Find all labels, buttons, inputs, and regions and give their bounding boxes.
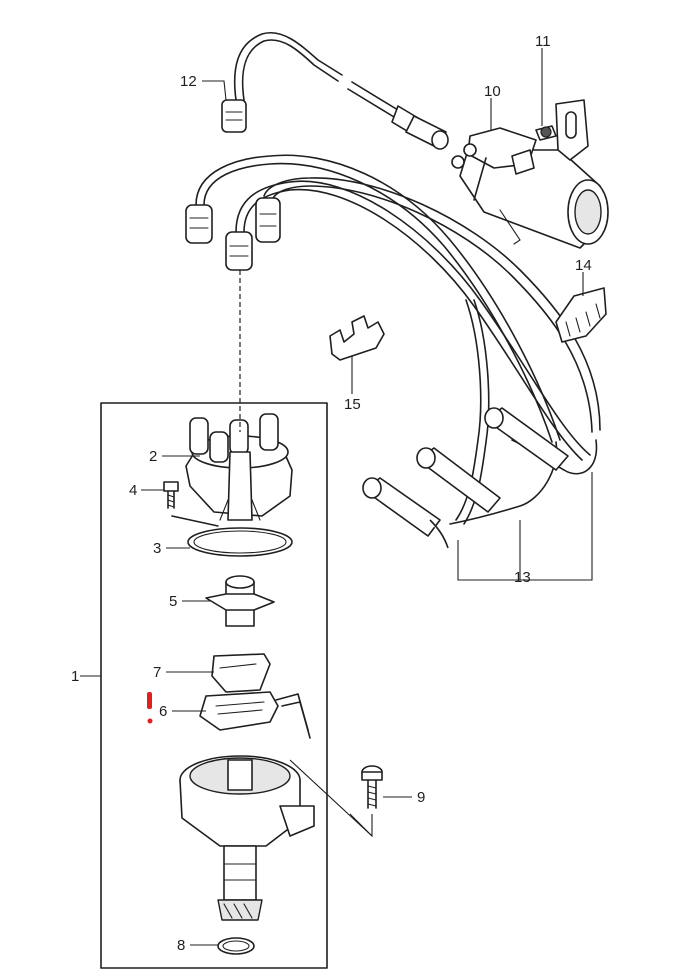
callout-9: 9	[417, 789, 425, 806]
callout-13: 13	[514, 569, 531, 586]
pickup-part	[211, 653, 271, 693]
spark-plug-wires-part	[185, 154, 601, 549]
ignition-coil-part	[451, 127, 609, 249]
exclamation-mark-icon	[147, 692, 153, 724]
callout-5: 5	[169, 593, 177, 610]
coil-bracket-part	[535, 99, 589, 161]
leader-lines	[80, 48, 593, 946]
coil-lead-part	[221, 31, 449, 150]
distributor-cap-part	[185, 413, 293, 521]
callout-6: 6	[159, 703, 167, 720]
mounting-bolt-part	[289, 759, 383, 838]
callout-1: 1	[71, 668, 79, 685]
cap-gasket-part	[187, 527, 293, 557]
rotor-part	[205, 575, 275, 627]
callout-7: 7	[153, 664, 161, 681]
callout-3: 3	[153, 540, 161, 557]
callout-15: 15	[344, 396, 361, 413]
wire-clip-part	[329, 315, 385, 361]
cap-screw-part	[163, 481, 219, 527]
distributor-housing-part	[179, 755, 315, 921]
callout-8: 8	[177, 937, 185, 954]
callout-14: 14	[575, 257, 592, 274]
callout-4: 4	[129, 482, 137, 499]
callout-10: 10	[484, 83, 501, 100]
callout-2: 2	[149, 448, 157, 465]
o-ring-part	[217, 937, 255, 955]
callout-11: 11	[535, 33, 551, 50]
wire-clamp-part	[555, 287, 607, 343]
callout-12: 12	[180, 73, 197, 90]
distributor-assembly-frame	[100, 402, 328, 969]
igniter-part	[199, 691, 311, 739]
